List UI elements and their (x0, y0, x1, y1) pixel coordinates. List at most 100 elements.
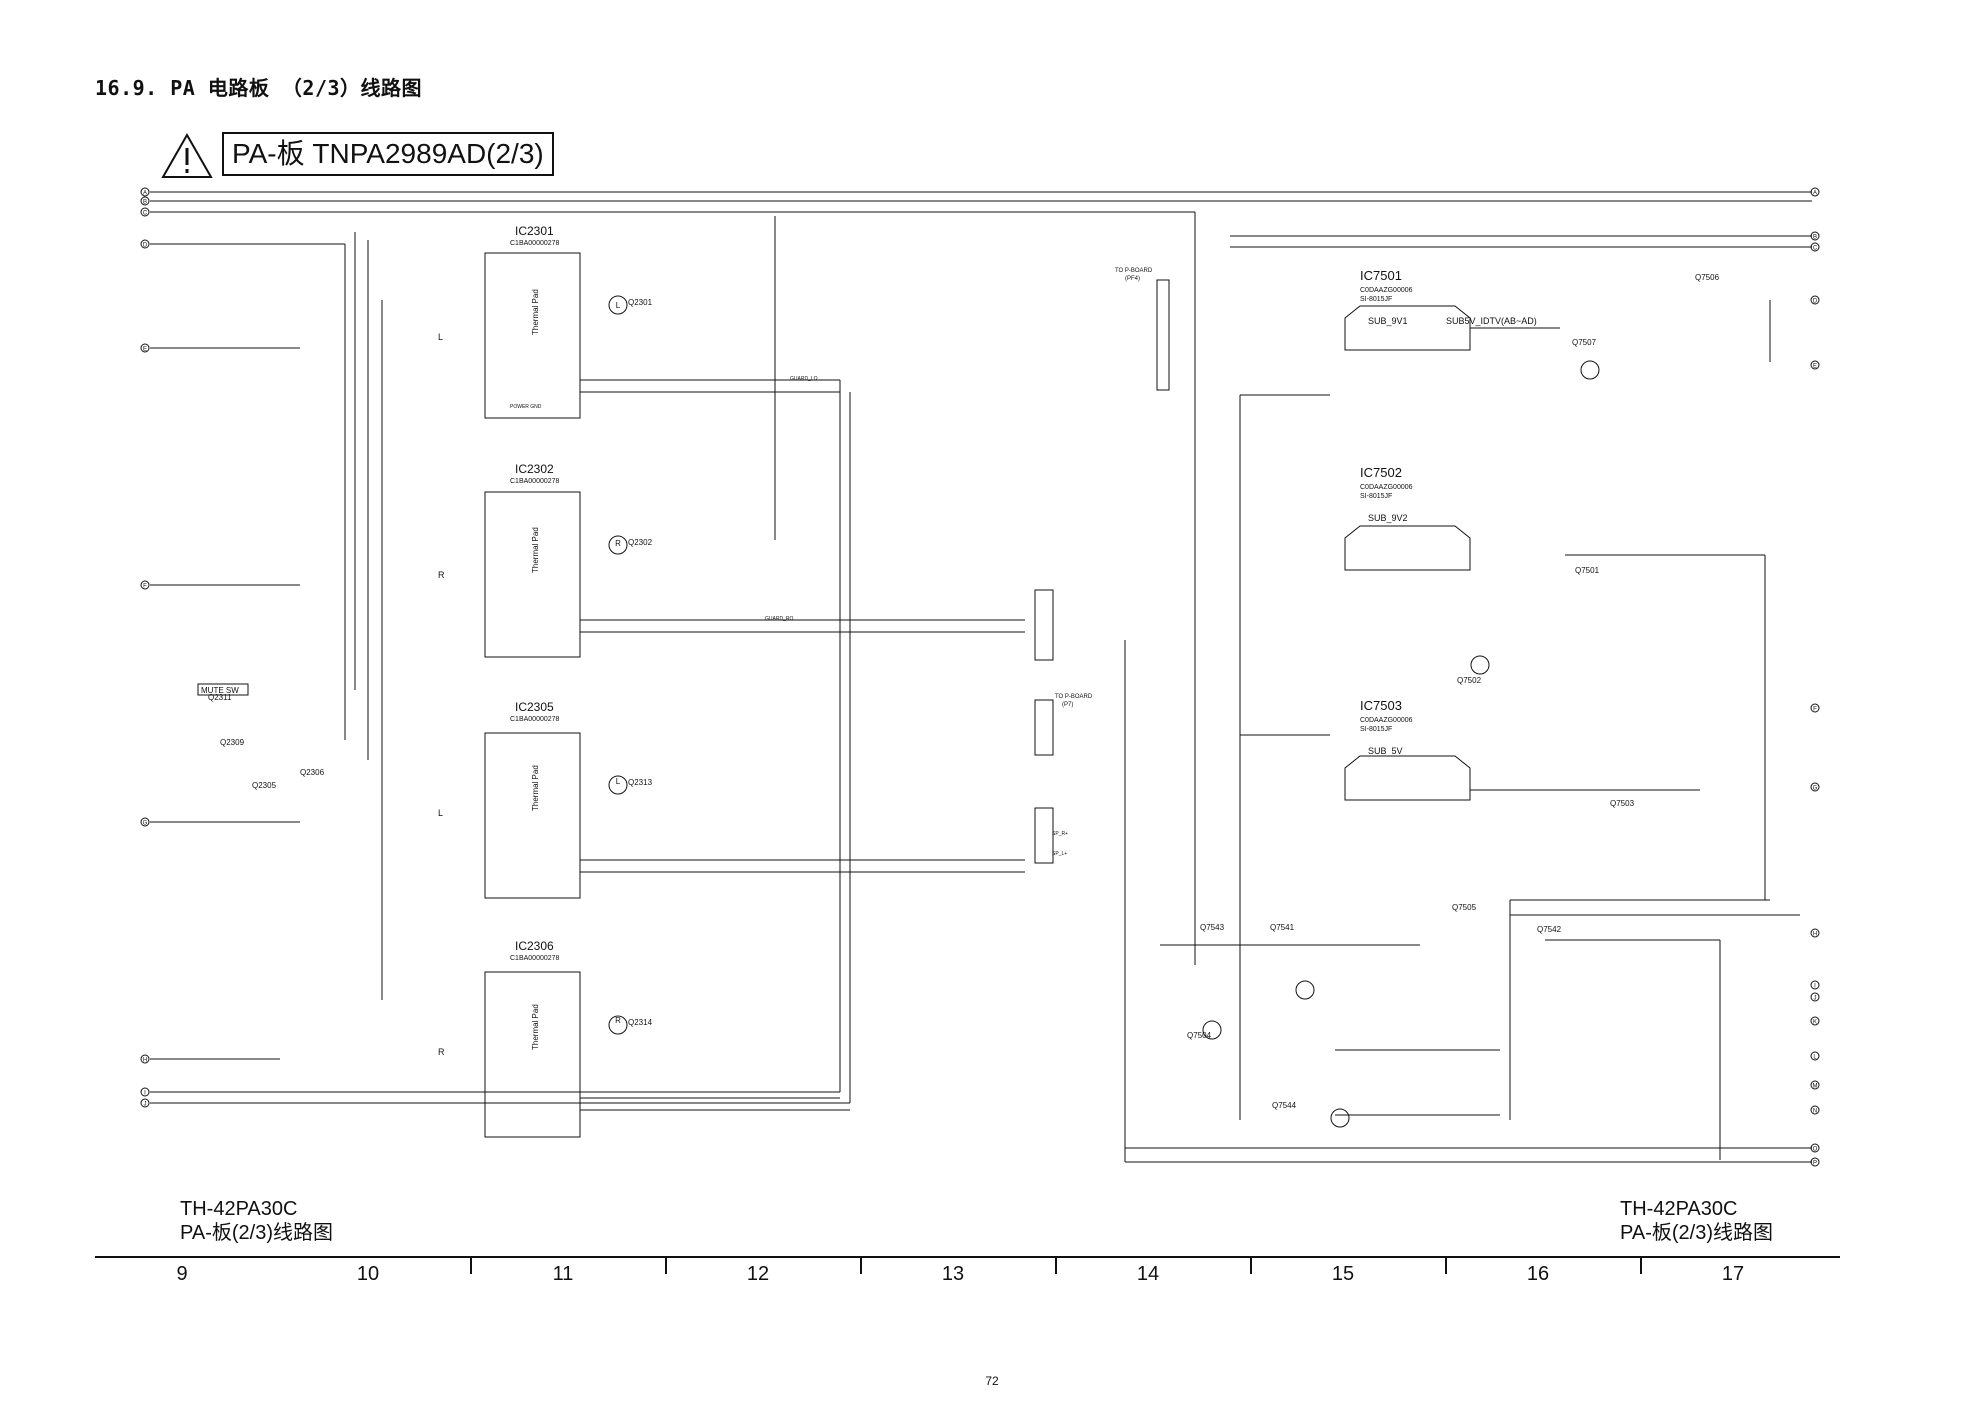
ic-ref: IC2302 (515, 462, 554, 476)
model-name: TH-42PA30C (1620, 1198, 1738, 1220)
channel-marker: R (615, 539, 621, 548)
board-title: PA-板 TNPA2989AD(2/3) (222, 132, 554, 176)
row-marker (140, 187, 150, 197)
transistor-ref: Q7506 (1695, 273, 1720, 282)
row-label: P (1813, 1161, 1817, 1167)
ic-ref: IC2305 (515, 700, 554, 714)
pin-label: GUARD_RO (765, 616, 793, 622)
thermal-pad-label: Thermal Pad (531, 289, 540, 335)
footer-ruler (95, 1256, 1840, 1258)
transistor-ref: Q2301 (628, 298, 653, 307)
thermal-pad-label: Thermal Pad (531, 527, 540, 573)
row-marker (1810, 187, 1820, 197)
row-label: G (1813, 786, 1818, 792)
row-marker (1810, 360, 1820, 370)
row-label: C (1813, 246, 1818, 252)
transistor-ref: Q2302 (628, 538, 653, 547)
regulator-rail: SUB_9V1 (1368, 316, 1408, 326)
transistor-ref: Q7543 (1200, 923, 1225, 932)
row-label: M (1813, 1084, 1818, 1090)
transistor-ref: Q2313 (628, 778, 653, 787)
row-label: H (143, 1058, 147, 1064)
row-marker (140, 1098, 150, 1108)
row-label: H (1813, 932, 1817, 938)
pin-label: GUARD_LO (790, 376, 818, 382)
row-label: J (144, 1102, 147, 1108)
column-number: 14 (1136, 1263, 1160, 1285)
row-label: F (143, 584, 147, 590)
ic-part: C1BA00000278 (510, 240, 560, 247)
row-marker (1810, 1157, 1820, 1167)
row-marker (1810, 1080, 1820, 1090)
column-number: 16 (1526, 1263, 1550, 1285)
row-marker (1810, 703, 1820, 713)
row-marker (1810, 992, 1820, 1002)
column-divider (470, 1258, 472, 1274)
row-marker (1810, 1051, 1820, 1061)
row-marker (140, 580, 150, 590)
regulator-part: C0DAAZG00006 (1360, 717, 1413, 724)
connector-label: TO P-BOARD (1115, 268, 1153, 274)
mute-sw-box (197, 683, 249, 696)
footer-model-right: TH-42PA30C PA-板(2/3)线路图 (1620, 1197, 1773, 1245)
row-marker (1810, 1143, 1820, 1153)
warning-triangle-icon (161, 132, 213, 178)
row-label: O (1813, 1147, 1818, 1153)
channel-marker: R (615, 1016, 621, 1025)
row-label: K (1813, 1020, 1817, 1026)
thermal-pad-label: Thermal Pad (531, 765, 540, 811)
regulator-sub: SI-8015JF (1360, 726, 1392, 733)
transistor-ref: Q7504 (1187, 1031, 1212, 1040)
row-marker (1810, 928, 1820, 938)
channel-label: L (438, 332, 443, 342)
column-number: 11 (552, 1263, 574, 1285)
transistor-ref: Q7501 (1575, 566, 1600, 575)
row-label: A (143, 191, 147, 197)
footer-model-left: TH-42PA30C PA-板(2/3)线路图 (180, 1197, 333, 1245)
row-label: J (1814, 996, 1817, 1002)
channel-marker: L (616, 301, 621, 310)
column-divider (1445, 1258, 1447, 1274)
row-label: D (1813, 299, 1818, 305)
row-label: I (144, 1091, 146, 1097)
row-marker (140, 1054, 150, 1064)
transistor-ref: Q7542 (1537, 925, 1562, 934)
row-label: I (1814, 984, 1816, 990)
regulator-ref: IC7503 (1360, 698, 1402, 713)
ic-part: C1BA00000278 (510, 716, 560, 723)
row-marker (1810, 980, 1820, 990)
mute-sw-label: MUTE SW (201, 686, 239, 695)
row-label: D (143, 243, 148, 249)
transistor-ref: Q7505 (1452, 903, 1477, 912)
row-label: L (1813, 1055, 1817, 1061)
connector-label: (PF4) (1125, 276, 1140, 282)
pin-label: SP_L+ (1052, 851, 1067, 857)
regulator-ref: IC7502 (1360, 465, 1402, 480)
model-caption: PA-板(2/3)线路图 (1620, 1222, 1773, 1244)
column-divider (1055, 1258, 1057, 1274)
row-label: E (1813, 364, 1817, 370)
column-divider (860, 1258, 862, 1274)
transistor-ref: Q7507 (1572, 338, 1597, 347)
ic-part: C1BA00000278 (510, 478, 560, 485)
model-caption: PA-板(2/3)线路图 (180, 1222, 333, 1244)
regulator-rail: SUB_5V (1368, 746, 1403, 756)
regulator-part: C0DAAZG00006 (1360, 287, 1413, 294)
regulator-rail: SUB_9V2 (1368, 513, 1408, 523)
row-marker (1810, 1016, 1820, 1026)
row-label: B (1813, 235, 1817, 241)
row-label: A (1813, 191, 1817, 197)
row-marker (1810, 295, 1820, 305)
row-marker (140, 239, 150, 249)
column-divider (665, 1258, 667, 1274)
connector-label: TO P-BOARD (1055, 694, 1093, 700)
pin-label: POWER GND (510, 404, 542, 410)
regulator-part: C0DAAZG00006 (1360, 484, 1413, 491)
column-number: 17 (1721, 1263, 1745, 1285)
transistor-ref: Q7503 (1610, 799, 1635, 808)
column-number: 13 (941, 1263, 965, 1285)
pin-label: SP_R+ (1052, 831, 1068, 837)
column-number: 9 (176, 1263, 188, 1285)
row-label: G (143, 821, 148, 827)
ic-part: C1BA00000278 (510, 955, 560, 962)
